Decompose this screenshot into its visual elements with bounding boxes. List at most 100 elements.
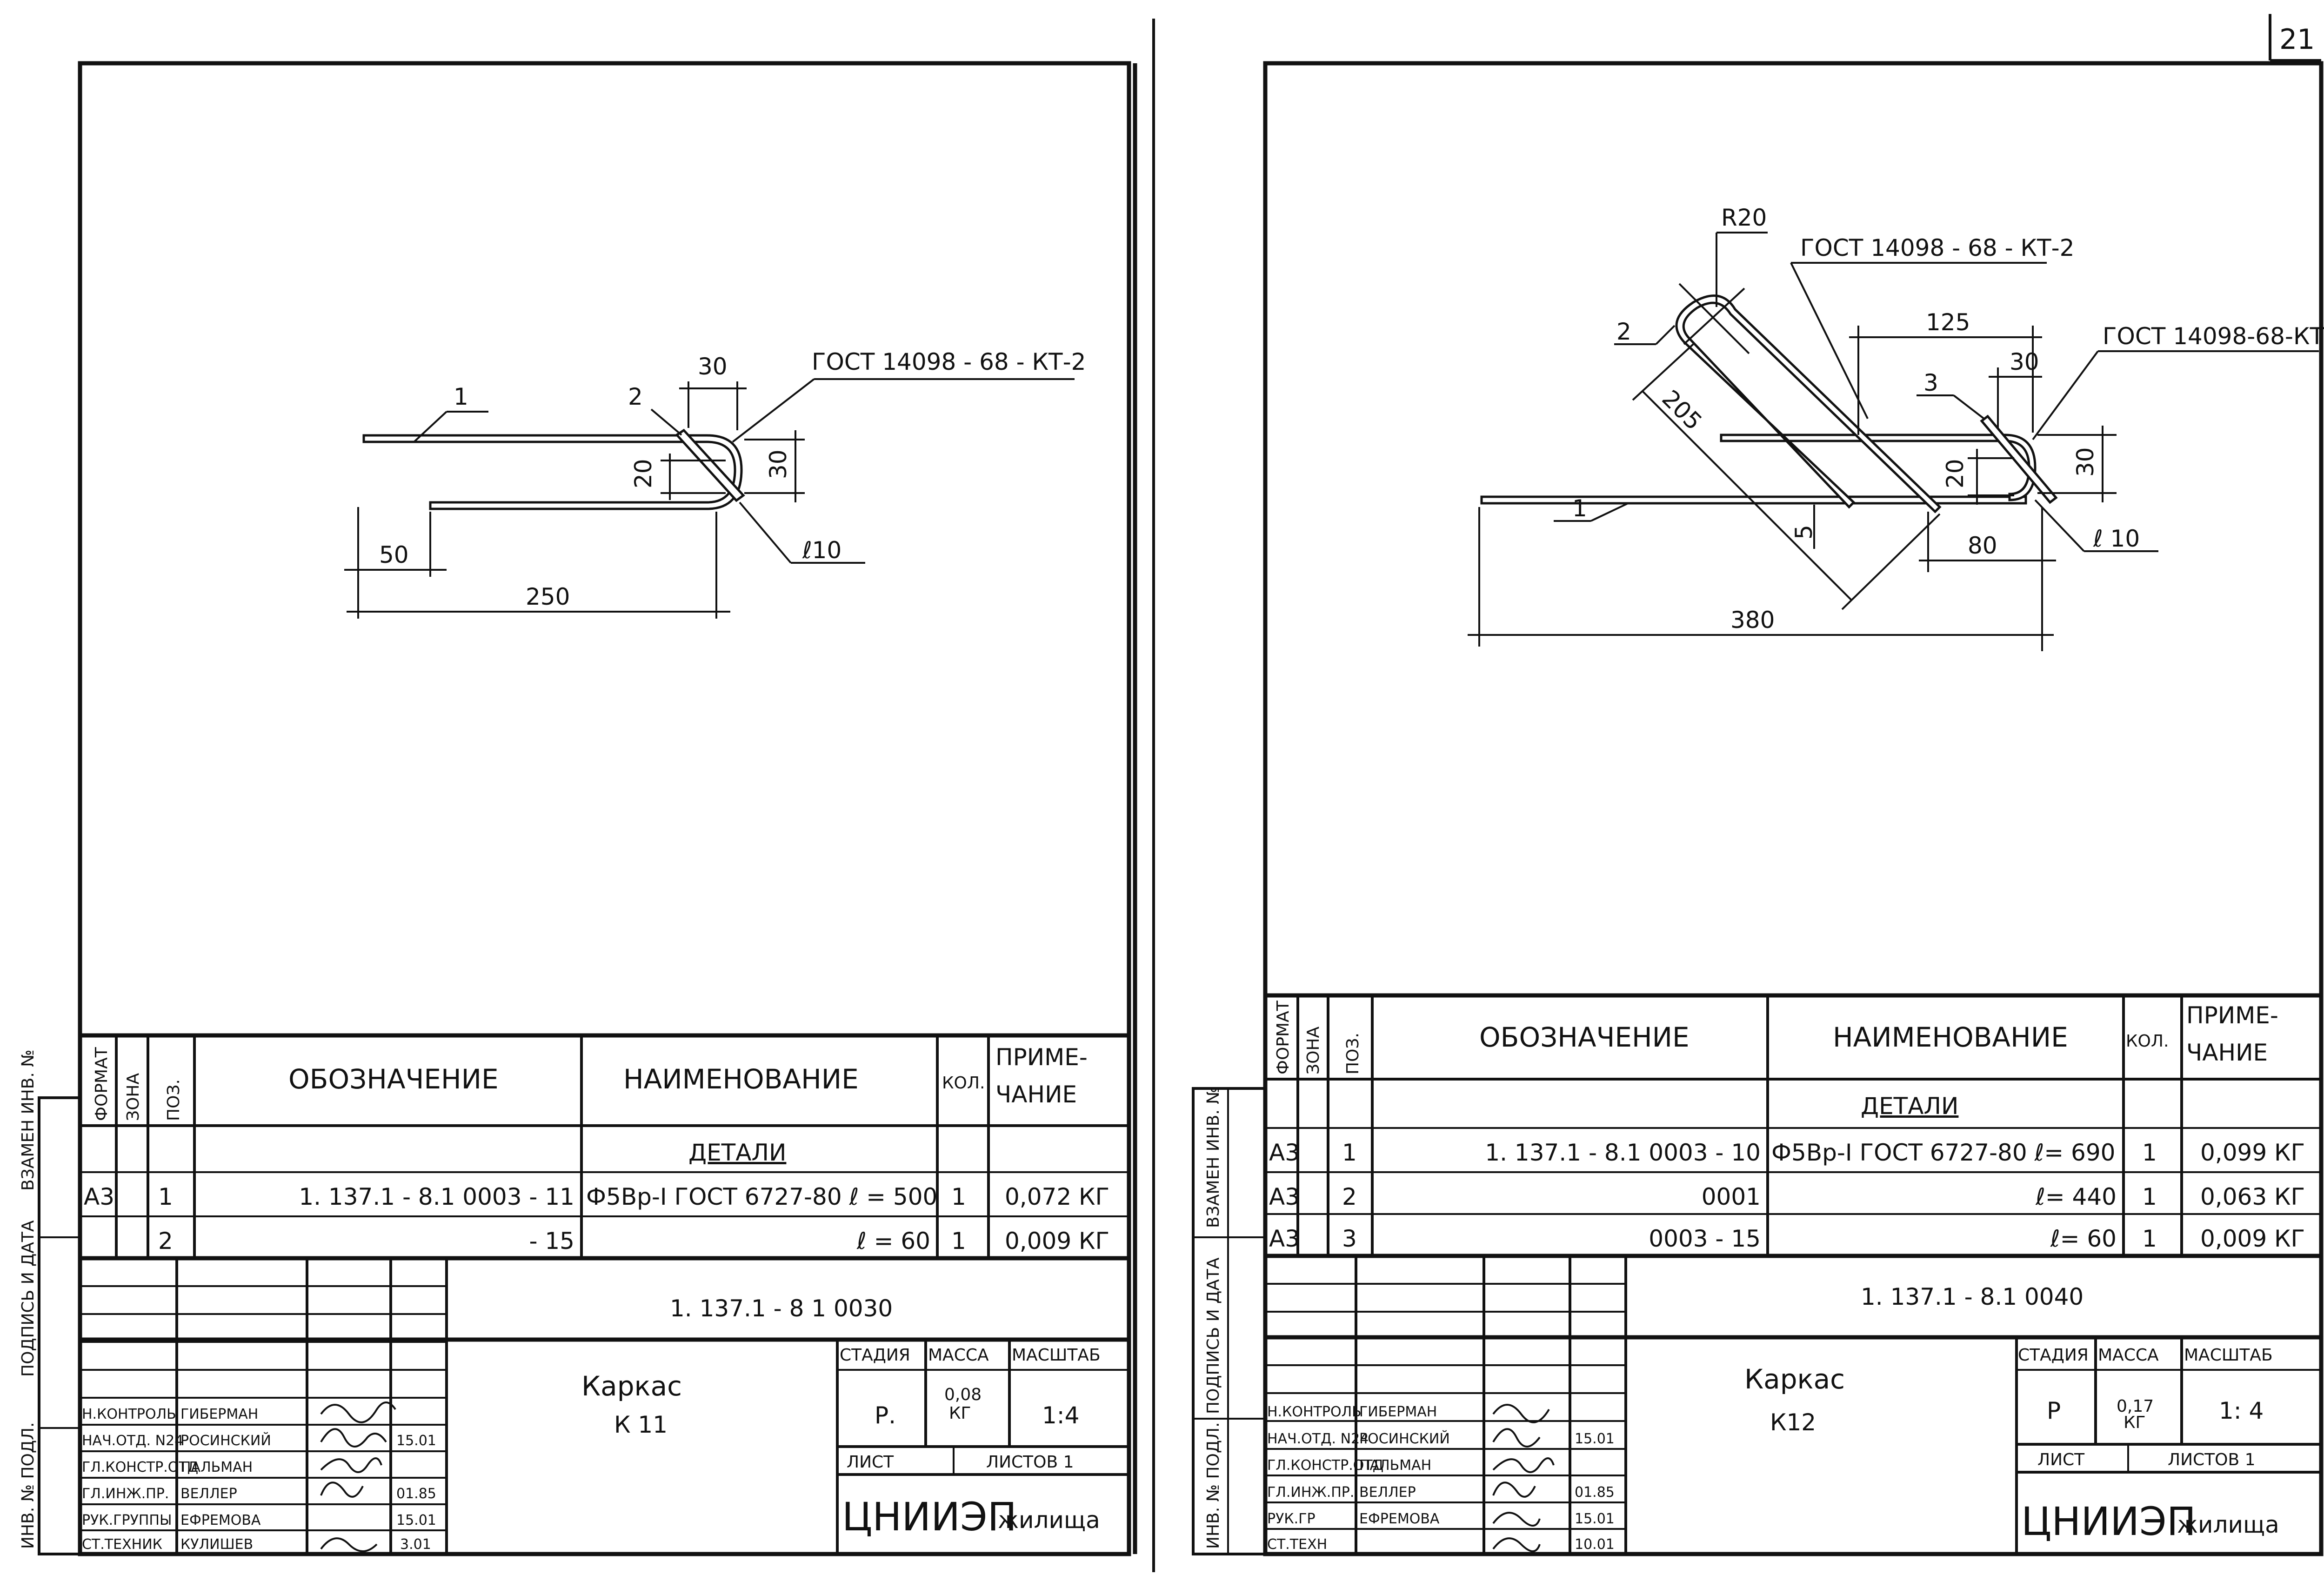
row-name: ℓ = 60 — [856, 1228, 930, 1254]
row-format: А3 — [84, 1183, 114, 1210]
staff-role: РУК.ГР — [1267, 1511, 1316, 1527]
side-stamp-right: ВЗАМЕН ИНВ. № ПОДПИСЬ И ДАТА ИНВ. № ПОДЛ… — [1192, 1087, 1267, 1555]
doc-code: 1. 137.1 - 8 1 0030 — [670, 1295, 893, 1322]
staff-role: ГЛ.КОНСТР.ОТД — [1267, 1457, 1383, 1474]
row-note: 0,099 КГ — [2200, 1139, 2305, 1166]
sheets-label: ЛИСТОВ 1 — [986, 1453, 1074, 1472]
dim-30-right-label: 30 — [765, 449, 792, 479]
dim-380-label: 380 — [1730, 607, 1775, 634]
staff-name: ВЕЛЛЕР — [180, 1486, 237, 1502]
org-suffix: жилища — [2177, 1511, 2279, 1538]
staff-role: НАЧ.ОТД. N24 — [1267, 1431, 1369, 1447]
staff-name: ПАЛЬМАН — [180, 1459, 253, 1475]
spec-table-left: ФОРМАТ ЗОНА ПОЗ. ОБОЗНАЧЕНИЕ НАИМЕНОВАНИ… — [80, 1033, 1129, 1261]
signature-scribbles — [320, 1401, 396, 1552]
sheet-right-frame — [1263, 61, 2324, 1556]
hdr-zone: ЗОНА — [1304, 1027, 1323, 1074]
staff-name: ГИБЕРМАН — [180, 1406, 258, 1422]
staff-role: Н.КОНТРОЛЬ — [82, 1406, 176, 1422]
section-details: ДЕТАЛИ — [1861, 1093, 1958, 1120]
hdr-pos: ПОЗ. — [1343, 1033, 1362, 1074]
row-pos: 1 — [158, 1183, 173, 1210]
sheet-right: ВЗАМЕН ИНВ. № ПОДПИСЬ И ДАТА ИНВ. № ПОДЛ… — [1192, 61, 2324, 1556]
hdr-format: ФОРМАТ — [1274, 1000, 1293, 1074]
sheet-title: Каркас — [1744, 1363, 1845, 1395]
sheets-label: ЛИСТОВ 1 — [2168, 1450, 2256, 1469]
staff-role: ГЛ.КОНСТР.ОТД — [82, 1459, 198, 1475]
row-designation: 0003 - 15 — [1649, 1225, 1761, 1252]
row-pos: 2 — [1342, 1183, 1357, 1210]
doc-code: 1. 137.1 - 8.1 0040 — [1861, 1283, 2084, 1310]
dim-205-label: 205 — [1657, 385, 1707, 435]
gost-callout: ГОСТ 14098 - 68 - КТ-2 — [812, 348, 1086, 375]
side-stamp-left: ВЗАМЕН ИНВ. № ПОДПИСЬ И ДАТА ИНВ. № ПОДЛ… — [19, 1049, 81, 1555]
stage-value: Р — [2047, 1397, 2061, 1424]
mass-label: МАССА — [928, 1346, 989, 1365]
staff-date: 3.01 — [400, 1536, 431, 1553]
pos1-label: 1 — [454, 383, 468, 410]
row-note: 0,009 КГ — [2200, 1225, 2305, 1252]
spec-row: А3 1 1. 137.1 - 8.1 0003 - 11 Ф5Вр-I ГОС… — [84, 1183, 1109, 1210]
pos3-label: 3 — [1923, 369, 1938, 396]
staff-date: 15.01 — [396, 1433, 436, 1449]
staff-date: 01.85 — [396, 1486, 436, 1502]
org-name: ЦНИИЭП — [2021, 1499, 2196, 1544]
staff-date: 10.01 — [1575, 1536, 1615, 1553]
hdr-format: ФОРМАТ — [92, 1047, 111, 1121]
row-name: Ф5Вр-I ГОСТ 6727-80 ℓ = 500 — [586, 1183, 937, 1210]
page-number-box: 21 — [2269, 14, 2321, 62]
dim-30-top: 30 — [679, 353, 747, 430]
r20-label: R20 — [1721, 204, 1767, 231]
side-stamp-inv: ИНВ. № ПОДЛ. — [19, 1422, 38, 1549]
dim-20-label: 20 — [1942, 459, 1969, 488]
side-stamp-replace: ВЗАМЕН ИНВ. № — [19, 1049, 38, 1191]
dim-10-label: ℓ10 — [802, 537, 841, 564]
hdr-note1: ПРИМЕ- — [2186, 1002, 2278, 1029]
row-name: Ф5Вр-I ГОСТ 6727-80 ℓ= 690 — [1771, 1139, 2115, 1166]
mass-unit: КГ — [2124, 1413, 2146, 1432]
gost-callout-b: ГОСТ 14098-68-КТ-2 — [2103, 323, 2324, 350]
hdr-name: НАИМЕНОВАНИЕ — [1833, 1021, 2068, 1053]
sheet-left: ВЗАМЕН ИНВ. № ПОДПИСЬ И ДАТА ИНВ. № ПОДЛ… — [19, 61, 1137, 1556]
mass-value: 0,08 — [944, 1385, 982, 1404]
staff-role: СТ.ТЕХН — [1267, 1536, 1327, 1553]
row-note: 0,072 КГ — [1005, 1183, 1109, 1210]
hdr-name: НАИМЕНОВАНИЕ — [623, 1063, 859, 1095]
dim-50-label: 50 — [379, 541, 409, 568]
sheet-title: Каркас — [581, 1370, 682, 1402]
org-name: ЦНИИЭП — [842, 1494, 1017, 1540]
dim-50: 50 — [344, 507, 447, 619]
staff-name: РОСИНСКИЙ — [1359, 1430, 1450, 1447]
row-designation: - 15 — [529, 1228, 574, 1254]
row-designation: 0001 — [1702, 1183, 1761, 1210]
dim-20-label: 20 — [630, 459, 657, 488]
hdr-note2: ЧАНИЕ — [2186, 1039, 2268, 1066]
pos2-label: 2 — [628, 383, 643, 410]
staff-role: ГЛ.ИНЖ.ПР. — [1267, 1484, 1354, 1501]
hdr-pos: ПОЗ. — [164, 1079, 183, 1121]
row-designation: 1. 137.1 - 8.1 0003 - 11 — [299, 1183, 574, 1210]
row-pos: 3 — [1342, 1225, 1357, 1252]
staff-name: КУЛИШЕВ — [180, 1536, 253, 1553]
hdr-qty: КОЛ. — [2126, 1032, 2169, 1051]
row-pos: 1 — [1342, 1139, 1357, 1166]
staff-date: 15.01 — [1575, 1511, 1615, 1527]
drawing-k12: 380 80 125 30 30 20 — [1468, 204, 2324, 651]
gost-callout-a: ГОСТ 14098 - 68 - КТ-2 — [1800, 234, 2074, 261]
org-suffix: жилища — [998, 1507, 1100, 1534]
sheet-label: ЛИСТ — [2037, 1450, 2085, 1469]
scale-label: МАСШТАБ — [1012, 1346, 1101, 1365]
row-note: 0,009 КГ — [1005, 1228, 1109, 1254]
dim-10-label: ℓ 10 — [2093, 525, 2140, 552]
staff-role: НАЧ.ОТД. N24 — [82, 1433, 183, 1449]
hdr-designation: ОБОЗНАЧЕНИЕ — [288, 1063, 499, 1095]
stage-value: Р. — [875, 1402, 896, 1429]
row-qty: 1 — [951, 1228, 966, 1254]
staff-name: ВЕЛЛЕР — [1359, 1484, 1416, 1501]
dim-250: 250 — [347, 512, 730, 619]
staff-date: 15.01 — [396, 1512, 436, 1528]
drawing-k11: 50 250 30 30 — [344, 348, 1086, 619]
spec-row: 2 - 15 ℓ = 60 1 0,009 КГ — [158, 1228, 1109, 1254]
dim-250-label: 250 — [526, 583, 570, 610]
